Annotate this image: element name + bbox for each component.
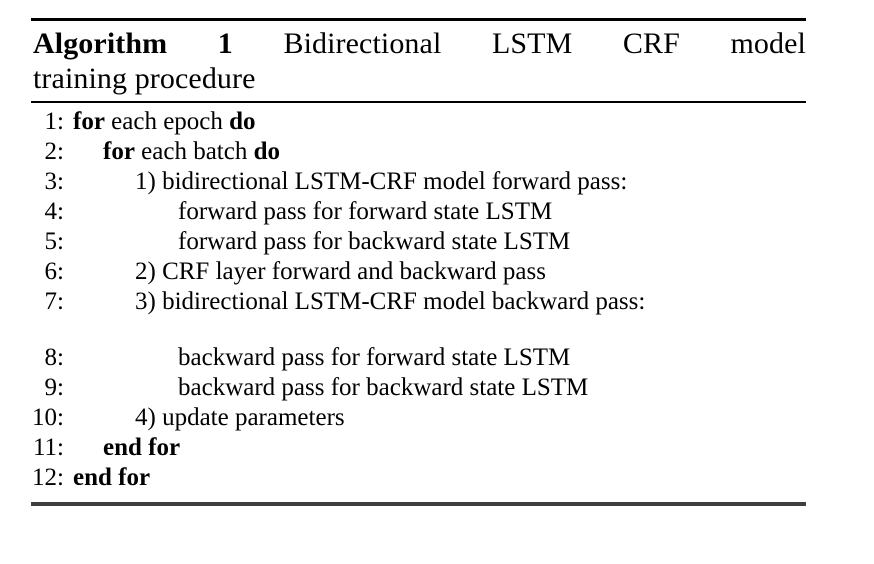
- algorithm-step-row: 2: for each batch do: [31, 137, 806, 167]
- algorithm-step-row: 12: end for: [31, 463, 806, 493]
- algorithm-keyword: for: [73, 108, 105, 135]
- algorithm-step-phrase: forward pass for forward state LSTM: [178, 198, 553, 225]
- algorithm-step-phrase: 1) bidirectional LSTM-CRF model forward …: [135, 168, 628, 195]
- algorithm-step-row: 10: 4) update parameters: [31, 403, 806, 433]
- algorithm-step-number: 2:: [44, 138, 64, 165]
- algorithm-step-text: forward pass for backward state LSTM: [73, 227, 806, 257]
- algorithm-step-text: forward pass for forward state LSTM: [73, 197, 806, 227]
- algorithm-step-row: 7: 3) bidirectional LSTM-CRF model backwa…: [31, 287, 806, 317]
- algorithm-step-text: for each epoch do: [73, 107, 806, 137]
- algorithm-step-text: end for: [73, 463, 806, 493]
- algorithm-step-phrase: 3) bidirectional LSTM-CRF model backward…: [135, 288, 646, 315]
- algorithm-step-row: 6: 2) CRF layer forward and backward pass: [31, 257, 806, 287]
- algorithm-step-number: 11:: [32, 434, 64, 461]
- algorithm-keyword: for: [103, 138, 135, 165]
- algorithm-bottom-rule: [31, 502, 806, 506]
- algorithm-step-number: 8:: [44, 344, 64, 371]
- algorithm-step-text: 4) update parameters: [73, 403, 806, 433]
- algorithm-step-number: 5:: [44, 228, 64, 255]
- algorithm-caption-line-1: Algorithm 1 Bidirectional LSTM CRF model: [33, 26, 806, 61]
- algorithm-step-phrase: 4) update parameters: [135, 404, 345, 431]
- algorithm-mid-rule: [31, 101, 806, 103]
- algorithm-step-row: 1: for each epoch do: [31, 107, 806, 137]
- algorithm-caption-line-2: training procedure: [33, 62, 256, 95]
- algorithm-step-row: 3: 1) bidirectional LSTM-CRF model forwar…: [31, 167, 806, 197]
- algorithm-step-number: 10:: [32, 404, 64, 431]
- algorithm-step-phrase: backward pass for backward state LSTM: [178, 374, 589, 401]
- algorithm-step-number: 6:: [44, 258, 64, 285]
- algorithm-step-text: backward pass for backward state LSTM: [73, 373, 806, 403]
- algorithm-title-part-1: Bidirectional LSTM CRF model: [232, 27, 806, 60]
- algorithm-keyword: do: [253, 138, 281, 165]
- algorithm-top-rule: [31, 18, 806, 21]
- algorithm-step-number: 4:: [44, 198, 64, 225]
- algorithm-step-number: 9:: [44, 374, 64, 401]
- algorithm-blank-line: [31, 317, 806, 343]
- algorithm-block: Algorithm 1 Bidirectional LSTM CRF model…: [31, 18, 806, 506]
- algorithm-step-text: for each batch do: [73, 137, 806, 167]
- algorithm-keyword: do: [229, 108, 256, 135]
- algorithm-label: Algorithm 1: [33, 27, 233, 60]
- algorithm-keyword: end for: [103, 434, 181, 461]
- algorithm-step-phrase: backward pass for forward state LSTM: [178, 344, 571, 371]
- algorithm-step-row: 8: backward pass for forward state LSTM: [31, 343, 806, 373]
- algorithm-step-text: end for: [73, 433, 806, 463]
- algorithm-step-text: 1) bidirectional LSTM-CRF model forward …: [73, 167, 806, 197]
- algorithm-step-text: 2) CRF layer forward and backward pass: [73, 257, 806, 287]
- algorithm-step-phrase: forward pass for backward state LSTM: [178, 228, 571, 255]
- algorithm-step-row: 9: backward pass for backward state LSTM: [31, 373, 806, 403]
- algorithm-step-row: 5: forward pass for backward state LSTM: [31, 227, 806, 257]
- algorithm-step-phrase: each batch: [134, 138, 254, 165]
- algorithm-step-number: 12:: [32, 464, 64, 491]
- algorithm-caption: Algorithm 1 Bidirectional LSTM CRF model…: [31, 21, 806, 99]
- algorithm-step-number: 7:: [44, 288, 64, 315]
- algorithm-step-phrase: each epoch: [104, 108, 230, 135]
- algorithm-step-number: 3:: [44, 168, 64, 195]
- algorithm-keyword: end for: [73, 464, 151, 491]
- algorithm-step-number: 1:: [44, 108, 64, 135]
- algorithm-step-text: 3) bidirectional LSTM-CRF model backward…: [73, 287, 806, 317]
- algorithm-step-phrase: 2) CRF layer forward and backward pass: [135, 258, 546, 285]
- algorithm-step-text: backward pass for forward state LSTM: [73, 343, 806, 373]
- algorithm-step-row: 11: end for: [31, 433, 806, 463]
- algorithm-step-row: 4: forward pass for forward state LSTM: [31, 197, 806, 227]
